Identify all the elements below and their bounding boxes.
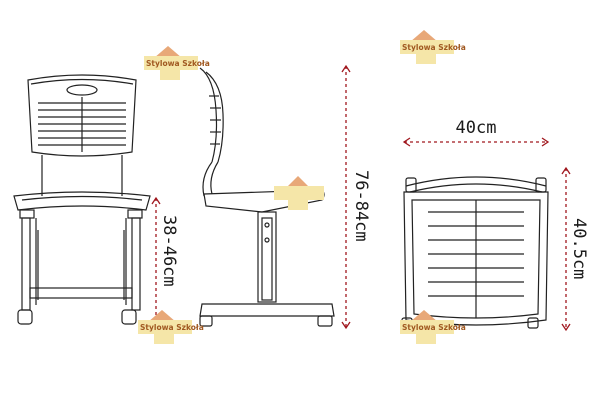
seat-height-line	[151, 196, 161, 330]
watermark-text: Stylowa Szkoła	[146, 59, 210, 68]
total-height-label: 76-84cm	[351, 170, 371, 242]
total-height-line	[341, 64, 351, 330]
watermark-logo	[274, 176, 324, 210]
total-height-dimension: 76-84cm	[341, 64, 371, 330]
watermark-text: Stylowa Szkoła	[402, 323, 466, 332]
width-line	[402, 137, 550, 147]
width-dimension: 40cm	[402, 118, 550, 147]
seat-height-label: 38-46cm	[159, 215, 179, 287]
front-view-drawing	[13, 74, 151, 325]
watermark-logo: Stylowa Szkoła	[400, 30, 466, 64]
top-view-drawing	[401, 176, 549, 329]
seat-height-dimension: 38-46cm	[151, 196, 179, 330]
depth-label: 40.5cm	[569, 218, 589, 279]
watermark-logo: Stylowa Szkoła	[144, 46, 210, 80]
watermark-text: Stylowa Szkoła	[402, 43, 466, 52]
watermark-logo: Stylowa Szkoła	[400, 310, 466, 344]
width-label: 40cm	[456, 118, 497, 138]
depth-dimension: 40.5cm	[561, 166, 589, 332]
watermark-logo: Stylowa Szkoła	[138, 310, 204, 344]
depth-line	[561, 166, 571, 332]
watermark-text: Stylowa Szkoła	[140, 323, 204, 332]
